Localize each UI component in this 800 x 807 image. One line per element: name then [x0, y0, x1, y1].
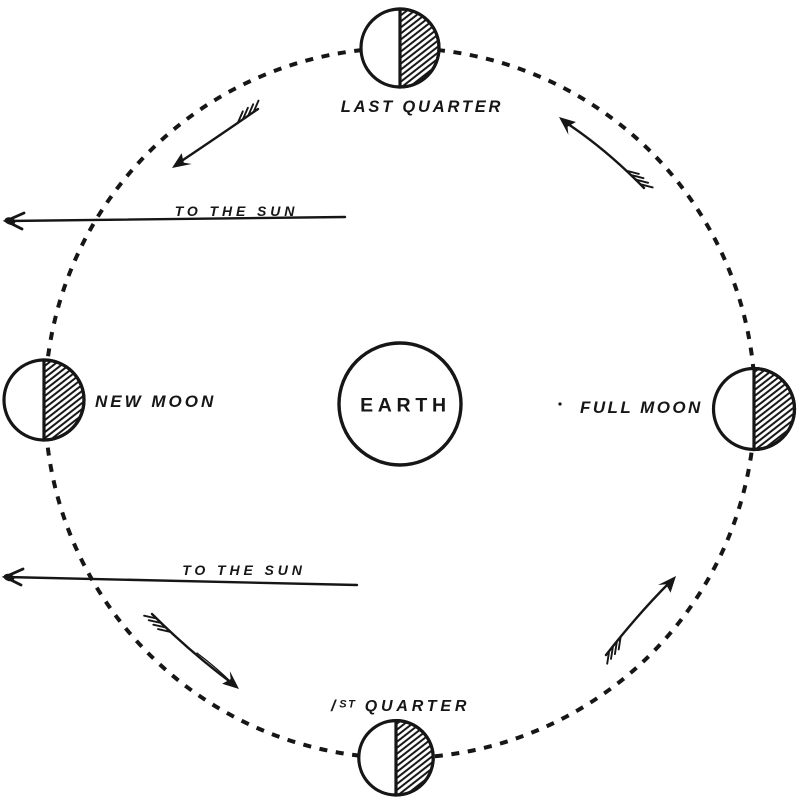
svg-text:EARTH: EARTH [360, 395, 451, 417]
svg-text:TO THE SUN: TO THE SUN [182, 562, 306, 578]
svg-text:/ST QUARTER: /ST QUARTER [330, 698, 470, 715]
svg-text:FULL MOON: FULL MOON [580, 398, 703, 417]
svg-text:LAST QUARTER: LAST QUARTER [341, 98, 504, 116]
svg-text:NEW MOON: NEW MOON [95, 392, 216, 411]
svg-text:TO THE SUN: TO THE SUN [175, 203, 299, 219]
